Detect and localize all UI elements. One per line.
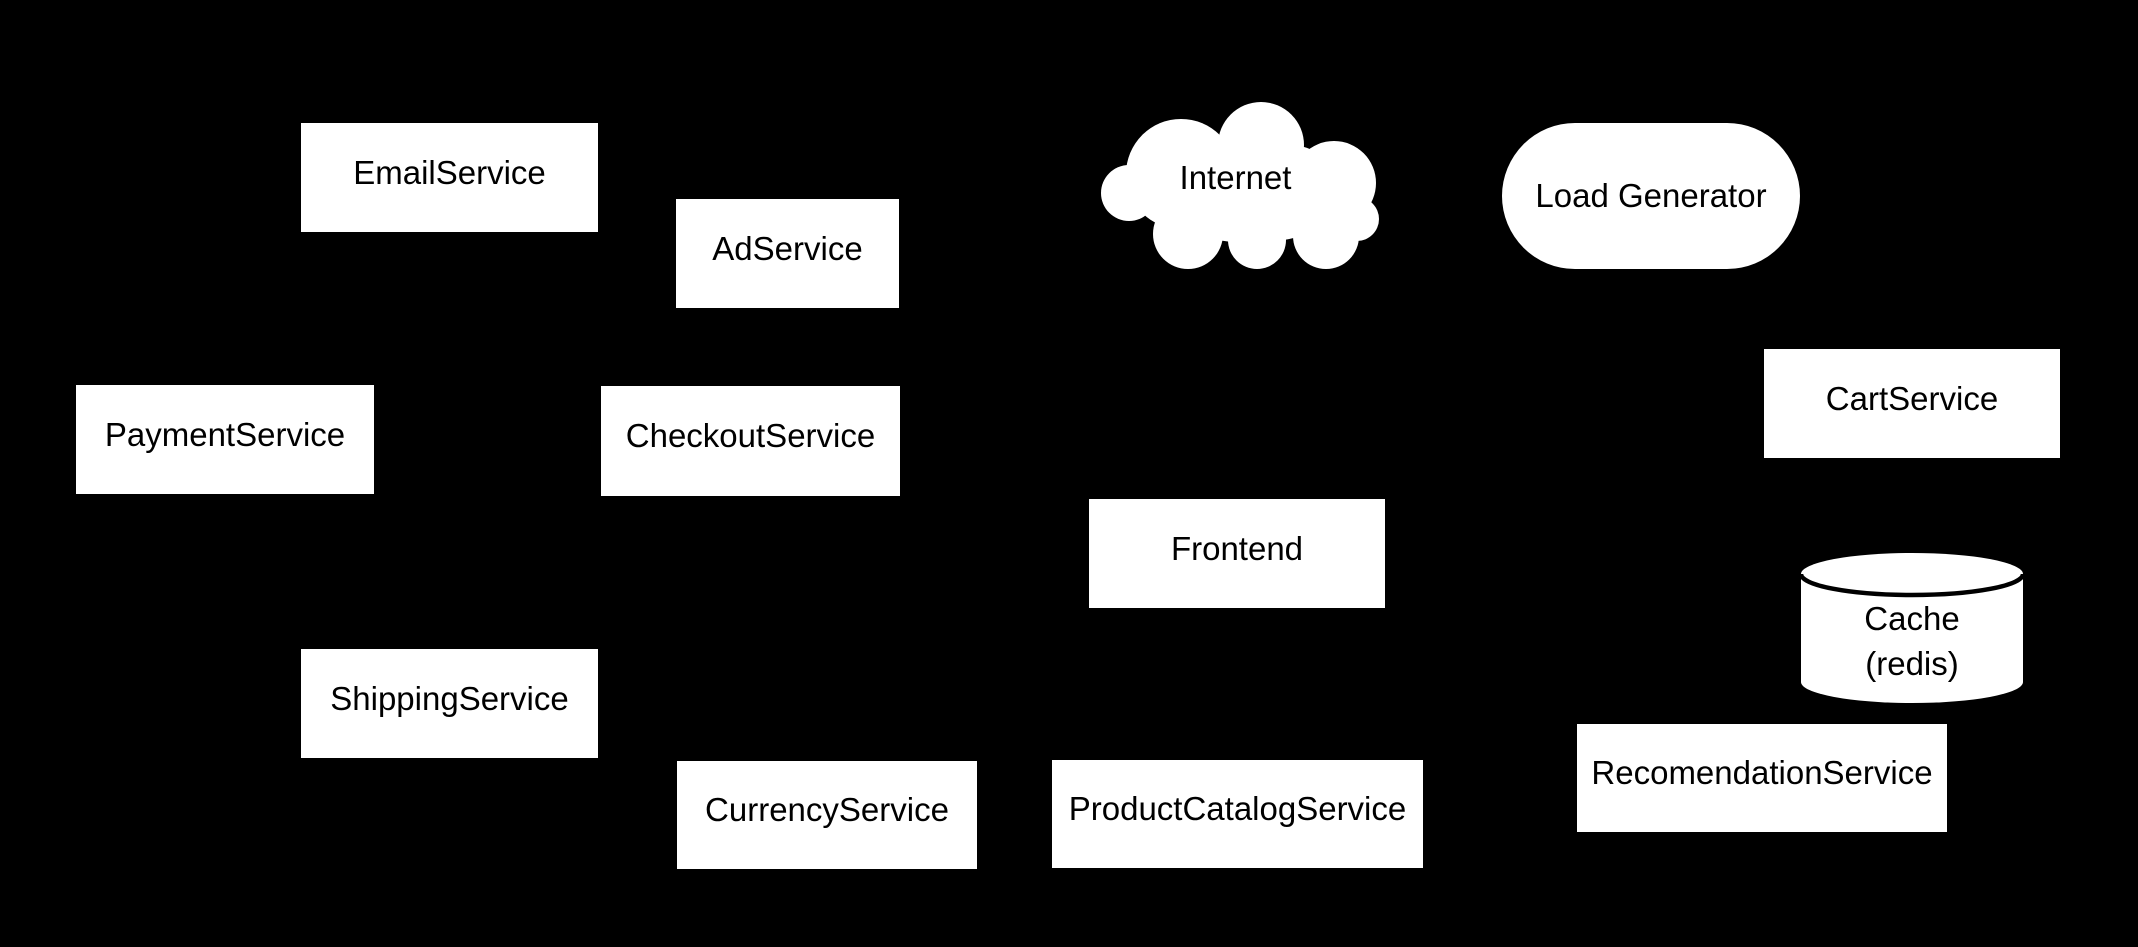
node-label: AdService <box>712 229 863 267</box>
node-label: CartService <box>1825 379 1999 417</box>
node-label: ProductCatalogService <box>1068 790 1407 827</box>
node-label: RecomendationService <box>1591 754 1933 791</box>
node-recomendation-service: RecomendationService <box>1577 724 1947 832</box>
node-product-catalog-service: ProductCatalogService <box>1052 760 1423 868</box>
database-cylinder-icon <box>1801 553 2023 703</box>
cache-label-line1: Cache <box>1864 600 1960 637</box>
node-label: PaymentService <box>104 415 346 453</box>
node-cart-service: CartService <box>1764 349 2060 458</box>
node-internet: Internet <box>1091 86 1380 270</box>
node-ad-service: AdService <box>676 199 899 308</box>
node-label: Internet <box>1179 159 1292 196</box>
node-frontend: Frontend <box>1089 499 1385 608</box>
node-cache-redis: Cache (redis) <box>1801 553 2023 703</box>
cache-label-line2: (redis) <box>1865 645 1959 682</box>
node-load-generator: Load Generator <box>1502 123 1800 269</box>
node-label: CurrencyService <box>705 791 949 828</box>
node-shipping-service: ShippingService <box>301 649 598 758</box>
node-label: CheckoutService <box>625 417 876 454</box>
node-payment-service: PaymentService <box>76 385 374 494</box>
node-label: ShippingService <box>330 679 569 717</box>
node-label: Frontend <box>1170 529 1304 567</box>
node-label: EmailService <box>353 153 546 191</box>
node-email-service: EmailService <box>301 123 598 232</box>
cloud-icon <box>1101 102 1379 269</box>
node-label: Cache (redis) <box>1864 553 1959 703</box>
node-checkout-service: CheckoutService <box>601 386 900 496</box>
node-label: Load Generator <box>1535 177 1767 214</box>
node-currency-service: CurrencyService <box>677 761 977 869</box>
